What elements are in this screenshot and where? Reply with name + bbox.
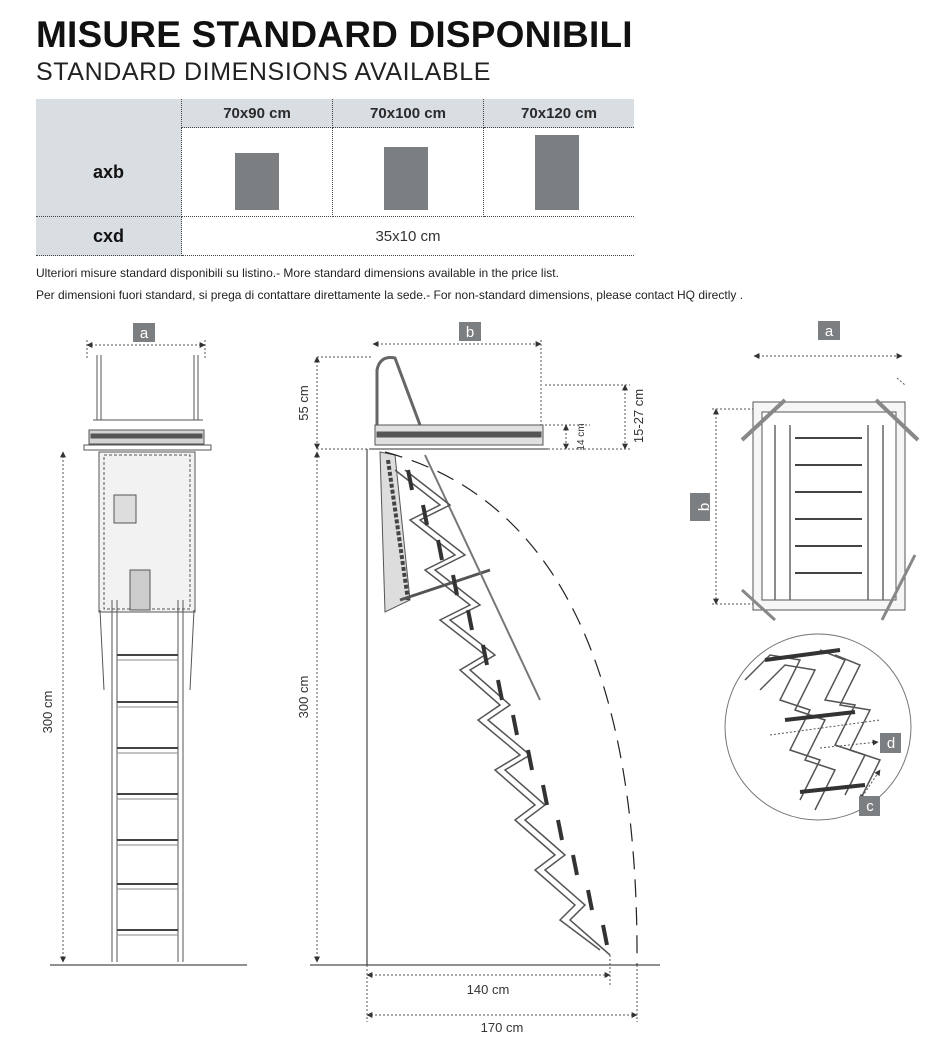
label-a-plan: a — [825, 323, 834, 340]
front-view-drawing — [50, 323, 247, 966]
size-rect-70x100 — [384, 147, 428, 210]
label-b-side: b — [466, 324, 474, 341]
label-c-box — [859, 796, 880, 816]
label-d-box — [880, 733, 901, 753]
column-header-70x100: 70x100 cm — [333, 99, 484, 128]
label-300cm-side: 300 cm — [296, 676, 311, 719]
label-55cm: 55 cm — [296, 385, 311, 420]
label-170cm: 170 cm — [481, 1020, 524, 1035]
size-rect-70x90 — [235, 153, 279, 210]
dimensions-table: 70x90 cm 70x100 cm 70x120 cm axb cxd 35x… — [36, 99, 634, 256]
side-view-drawing — [310, 322, 660, 1022]
note-line-2: Per dimensioni fuori standard, si prega … — [36, 288, 744, 302]
axb-cell-70x100 — [333, 128, 484, 217]
label-d: d — [887, 735, 895, 752]
label-b-box — [690, 493, 710, 521]
label-140cm: 140 cm — [467, 982, 510, 997]
column-header-70x120: 70x120 cm — [484, 99, 634, 128]
page-title: MISURE STANDARD DISPONIBILI — [36, 14, 633, 55]
label-b-plan: b — [696, 503, 713, 511]
label-c: c — [866, 798, 874, 815]
note-line-1: Ulteriori misure standard disponibili su… — [36, 266, 559, 280]
label-a-box-right — [818, 321, 840, 340]
cxd-value: 35x10 cm — [182, 217, 634, 256]
row-label-axb: axb — [36, 128, 182, 217]
label-300cm-front: 300 cm — [40, 691, 55, 734]
label-14cm: 14 cm — [576, 423, 587, 450]
label-b-box — [459, 322, 481, 341]
label-a-box — [133, 323, 155, 342]
row-label-cxd: cxd — [36, 217, 182, 256]
size-rect-70x120 — [535, 135, 579, 210]
label-a-front: a — [140, 325, 149, 342]
plan-view-drawing — [690, 321, 920, 622]
label-15-27cm: 15-27 cm — [631, 389, 646, 443]
axb-cell-70x120 — [484, 128, 634, 217]
page-subtitle: STANDARD DIMENSIONS AVAILABLE — [36, 58, 492, 86]
axb-cell-70x90 — [182, 128, 333, 217]
tread-detail-drawing — [724, 633, 912, 821]
table-corner — [36, 99, 182, 128]
column-header-70x90: 70x90 cm — [182, 99, 333, 128]
